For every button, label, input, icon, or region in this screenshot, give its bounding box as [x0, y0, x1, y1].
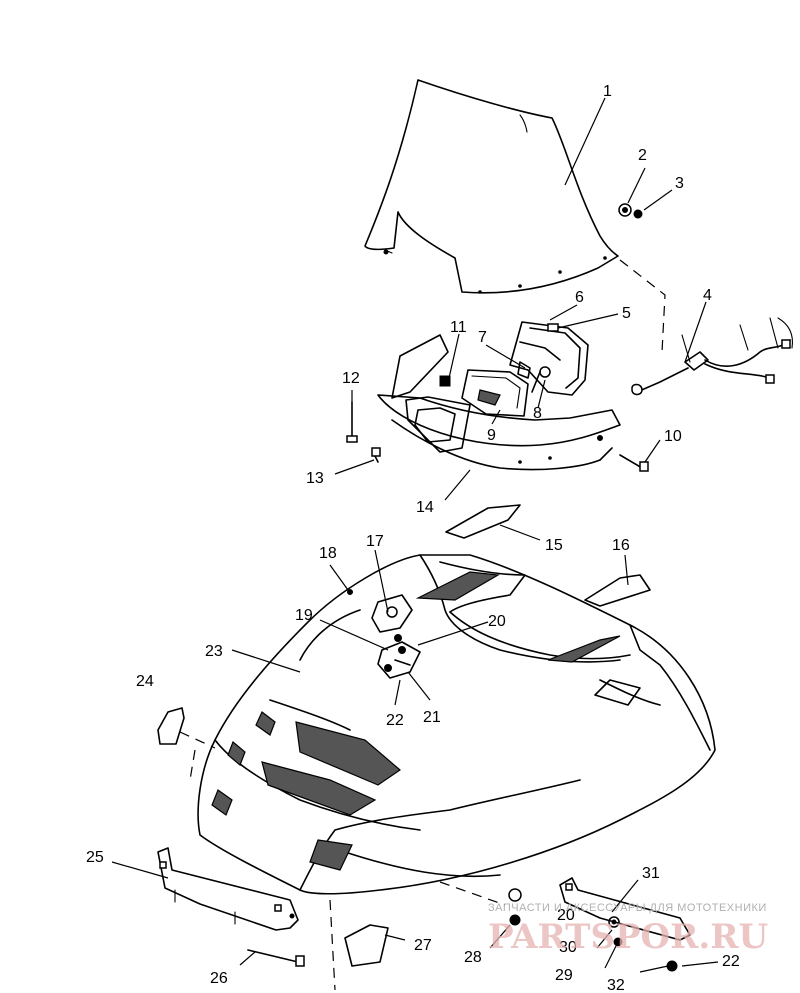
nut-11: [439, 375, 451, 387]
callout-21: 21: [423, 709, 441, 726]
watermark: PARTSPOR.RU ЗАПЧАСТИ И АКСЕССУАРЫ ДЛЯ МО…: [488, 902, 768, 957]
callout-22b: 22: [722, 953, 740, 970]
assembly-line-ornament: [179, 731, 216, 749]
decal-15: [445, 504, 521, 539]
washer-3: [633, 209, 643, 219]
latch-assembly: [347, 589, 421, 679]
assembly-line-hood-front: [189, 749, 196, 781]
screw-12: [346, 401, 358, 443]
headlight-lens: [461, 369, 529, 417]
hood: [197, 554, 716, 895]
callout-3: 3: [675, 175, 684, 192]
assembly-line-bracket: [329, 899, 336, 991]
callout-14: 14: [416, 499, 434, 516]
callout-20a: 20: [488, 613, 506, 630]
light-mount-bracket: [377, 334, 621, 471]
wiring-harness: [631, 317, 794, 396]
washer-29: [613, 937, 623, 947]
callout-4: 4: [703, 287, 712, 304]
ornament-24: [157, 707, 185, 745]
bracket-25: [157, 847, 299, 931]
callout-25: 25: [86, 849, 104, 866]
watermark-logo: PARTSPOR.RU: [488, 917, 768, 957]
callout-31: 31: [642, 865, 660, 882]
callout-27: 27: [414, 937, 432, 954]
callout-13: 13: [306, 470, 324, 487]
callout-29: 29: [555, 967, 573, 984]
screw-10: [619, 454, 649, 472]
nut-28: [508, 888, 522, 926]
leader-lines: [111, 97, 719, 973]
headlight-bulb: [517, 361, 551, 393]
callout-30: 30: [559, 939, 577, 956]
headlight-housing: [509, 321, 589, 396]
screw-13: [371, 447, 381, 463]
assembly-line-hardware: [439, 881, 506, 906]
windshield: [364, 79, 619, 294]
callout-20b: 20: [557, 907, 575, 924]
callout-22a: 22: [386, 712, 404, 729]
decal-16: [584, 574, 651, 607]
callout-18: 18: [319, 545, 337, 562]
callout-23: 23: [205, 643, 223, 660]
callout-17: 17: [366, 533, 384, 550]
callout-2: 2: [638, 147, 647, 164]
callouts: 1 2 3 4 5 6 7 8 9 10 11 12 13 14 15 16 1…: [86, 83, 740, 993]
watermark-caption: ЗАПЧАСТИ И АКСЕССУАРЫ ДЛЯ МОТОТЕХНИКИ: [488, 902, 767, 914]
callout-32: 32: [607, 977, 625, 993]
callout-28: 28: [464, 949, 482, 966]
bracket-31: [559, 877, 691, 941]
assembly-line-windshield: [619, 259, 666, 353]
decal-27: [344, 924, 389, 967]
callout-11: 11: [450, 319, 467, 336]
callout-15: 15: [545, 537, 563, 554]
callout-8: 8: [533, 405, 542, 422]
callout-5: 5: [622, 305, 631, 322]
callout-6: 6: [575, 289, 584, 306]
callout-7: 7: [478, 329, 487, 346]
callout-10: 10: [664, 428, 682, 445]
bolt-26: [247, 949, 305, 967]
callout-9: 9: [487, 427, 496, 444]
nut-2: [618, 203, 632, 217]
callout-16: 16: [612, 537, 630, 554]
callout-26: 26: [210, 970, 228, 987]
callout-24: 24: [136, 673, 154, 690]
callout-12: 12: [342, 370, 360, 387]
callout-1: 1: [603, 83, 612, 100]
callout-19: 19: [295, 607, 313, 624]
washer-32: [666, 960, 678, 972]
